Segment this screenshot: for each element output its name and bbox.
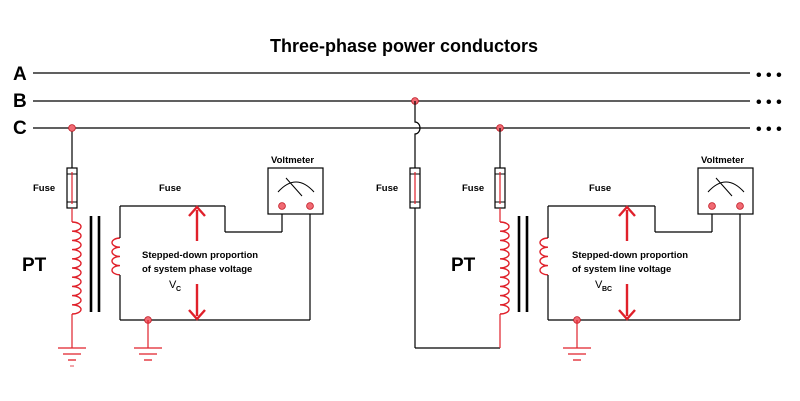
left-description-line2: of system phase voltage xyxy=(142,264,252,275)
right-secondary-ground-icon xyxy=(563,347,591,361)
right-voltage-arrow-icon xyxy=(618,205,636,321)
right-secondary-coil xyxy=(539,237,549,276)
left-secondary-fuse-label: Fuse xyxy=(159,183,181,194)
right-voltage-symbol: V xyxy=(595,279,603,291)
left-secondary-coil xyxy=(111,237,121,276)
right-description-line2: of system line voltage xyxy=(572,264,671,275)
left-voltage-subscript: C xyxy=(176,286,181,293)
right-pt-label: PT xyxy=(451,255,476,276)
left-secondary-ground-icon xyxy=(134,347,162,361)
conductor-b-continuation: • • • xyxy=(756,94,782,111)
left-junction-c xyxy=(68,124,76,132)
left-primary-coil xyxy=(71,221,82,315)
left-voltage-arrow-icon xyxy=(188,205,206,321)
conductor-b-label: B xyxy=(13,91,27,112)
conductor-a-label: A xyxy=(13,64,27,85)
right-fuse-c-label: Fuse xyxy=(462,183,484,194)
right-tap-b-wire xyxy=(414,101,421,168)
right-primary-coil xyxy=(499,221,510,315)
right-pt-circuit: Fuse Fuse PT Fuse xyxy=(376,97,754,361)
left-description-line1: Stepped-down proportion xyxy=(142,250,258,261)
left-voltage-symbol: V xyxy=(169,279,177,291)
conductor-a-continuation: • • • xyxy=(756,67,782,84)
left-pt-circuit: Fuse PT Fuse xyxy=(22,124,324,367)
right-voltage-subscript: BC xyxy=(602,286,612,293)
left-primary-fuse-label: Fuse xyxy=(33,183,55,194)
left-voltmeter-icon xyxy=(267,167,324,215)
diagram-title: Three-phase power conductors xyxy=(270,36,538,56)
left-primary-fuse-icon xyxy=(66,167,78,209)
right-fuse-b-label: Fuse xyxy=(376,183,398,194)
right-fuse-b-icon xyxy=(409,167,421,209)
right-secondary-fuse-label: Fuse xyxy=(589,183,611,194)
right-fuse-c-icon xyxy=(494,167,506,209)
right-voltmeter-icon xyxy=(697,167,754,215)
conductor-c-label: C xyxy=(13,118,27,139)
left-primary-ground-icon xyxy=(58,347,86,367)
left-voltmeter-label: Voltmeter xyxy=(271,155,314,166)
left-pt-label: PT xyxy=(22,255,47,276)
right-description-line1: Stepped-down proportion xyxy=(572,250,688,261)
conductor-c-continuation: • • • xyxy=(756,121,782,138)
right-voltmeter-label: Voltmeter xyxy=(701,155,744,166)
